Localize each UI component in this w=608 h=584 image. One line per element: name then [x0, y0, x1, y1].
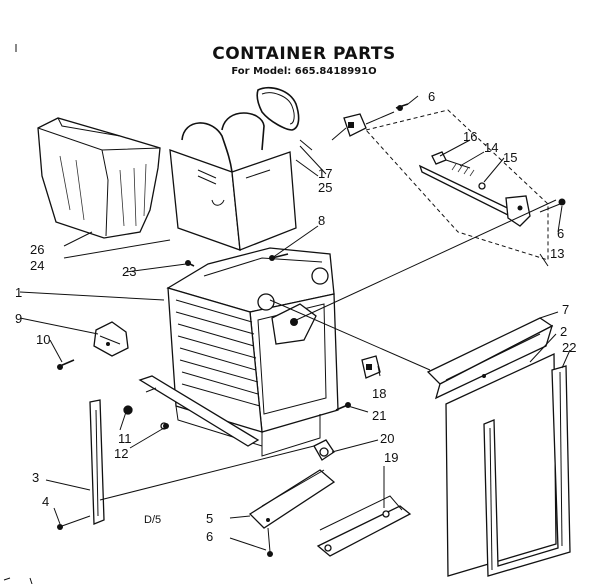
part-bag-drawing: [37, 117, 161, 239]
label-part-12: 12: [114, 446, 128, 461]
part-labels: 26 24 25 17 6 16 14 15 6 13 8 23 1 9 10 …: [15, 89, 576, 544]
leader-lines: [19, 95, 571, 551]
part-bottom-bracket-drawing: [248, 469, 336, 557]
part-side-slide-drawing: [57, 399, 105, 530]
label-part-20: 20: [380, 431, 394, 446]
label-part-7: 7: [562, 302, 569, 317]
label-part-15: 15: [503, 150, 517, 165]
label-part-5: 5: [206, 511, 213, 526]
label-part-9: 9: [15, 311, 22, 326]
part-latch-drawing: [365, 109, 566, 261]
label-part-13: 13: [550, 246, 564, 261]
label-part-11: 11: [118, 431, 132, 446]
diagram-subtitle: For Model: 665.8418991O: [231, 66, 377, 77]
label-part-14: 14: [484, 140, 498, 155]
diagram-title: CONTAINER PARTS: [212, 44, 396, 64]
label-part-4: 4: [42, 494, 49, 509]
part-bracket-drawing: [57, 321, 129, 370]
label-part-19: 19: [384, 450, 398, 465]
part-handle-drawing: [426, 317, 554, 400]
label-part-8: 8: [318, 213, 325, 228]
label-part-18: 18: [372, 386, 386, 401]
label-part-26: 26: [30, 242, 44, 257]
part-side-clip-drawing: [361, 355, 381, 379]
part-bag-holder-drawing: [169, 112, 297, 251]
part-bag-retainer-drawing: [256, 86, 300, 131]
label-part-3: 3: [32, 470, 39, 485]
label-part-23: 23: [122, 264, 136, 279]
label-part-2: 2: [560, 324, 567, 339]
label-part-16: 16: [463, 129, 477, 144]
label-part-25: 25: [318, 180, 332, 195]
label-part-1: 1: [15, 285, 22, 300]
label-part-17: 17: [318, 166, 332, 181]
label-part-6-right: 6: [557, 226, 564, 241]
part-top-clip-drawing: [343, 103, 409, 137]
label-part-10: 10: [36, 332, 50, 347]
label-part-22: 22: [562, 340, 576, 355]
drawing-code: D/5: [144, 514, 161, 526]
label-part-6-bottom: 6: [206, 529, 213, 544]
part-trim-drawing: [483, 365, 571, 577]
label-part-24: 24: [30, 258, 44, 273]
part-front-panel-drawing: [445, 352, 557, 577]
label-part-21: 21: [372, 408, 386, 423]
part-container-body-drawing: [166, 247, 339, 457]
scan-marks: [3, 44, 33, 584]
part-foot-pedal-drawing: [316, 495, 412, 557]
label-part-6-top: 6: [428, 89, 435, 104]
part-roller-drawing: [313, 402, 351, 461]
